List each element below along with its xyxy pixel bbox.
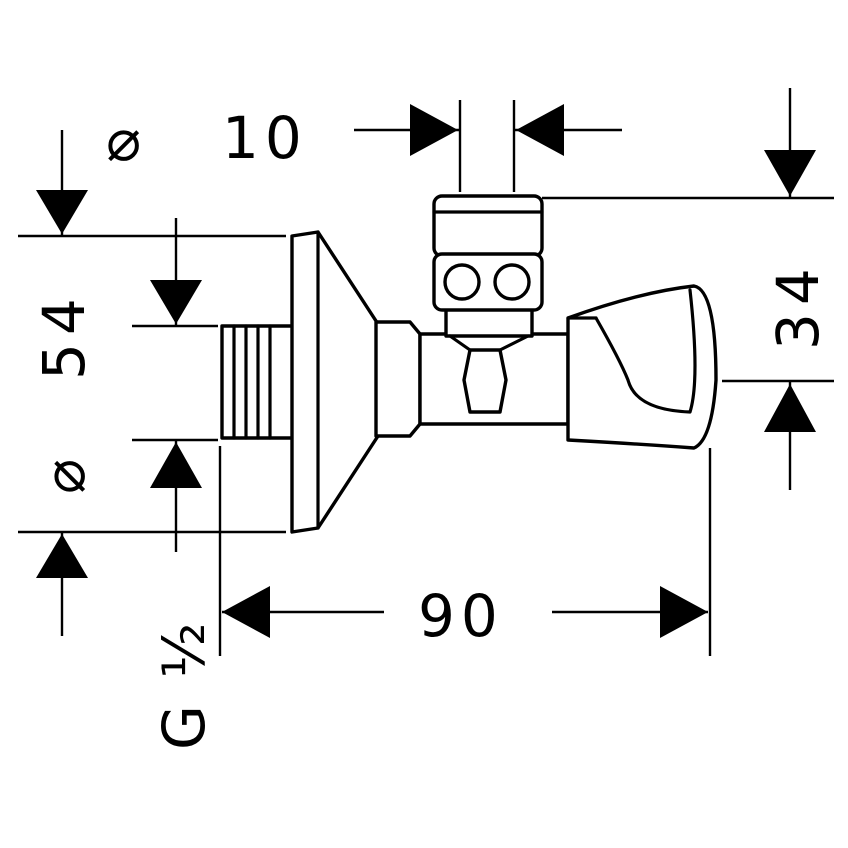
outlet-nut	[432, 194, 544, 312]
handle-knob	[566, 284, 718, 450]
valve-body-neck	[374, 320, 422, 438]
flange-symbol: ⌀	[30, 459, 98, 494]
dim-depth: 90	[218, 446, 712, 656]
height-value: 34	[764, 260, 832, 350]
flange-value: 54	[30, 290, 98, 380]
threaded-connector	[220, 324, 302, 440]
bore-symbol: ⌀	[106, 106, 141, 174]
dim-bore: ⌀ 10	[106, 100, 622, 192]
rosette-flange	[290, 230, 380, 534]
service-screw	[462, 348, 508, 414]
dim-thread: G ½	[132, 218, 218, 750]
dim-height: 34	[542, 88, 834, 490]
angle-valve	[220, 194, 718, 534]
dim-flange: 54 ⌀	[18, 130, 286, 636]
depth-value: 90	[418, 582, 504, 650]
bore-value: 10	[222, 104, 308, 172]
thread-value: G ½	[150, 618, 218, 750]
